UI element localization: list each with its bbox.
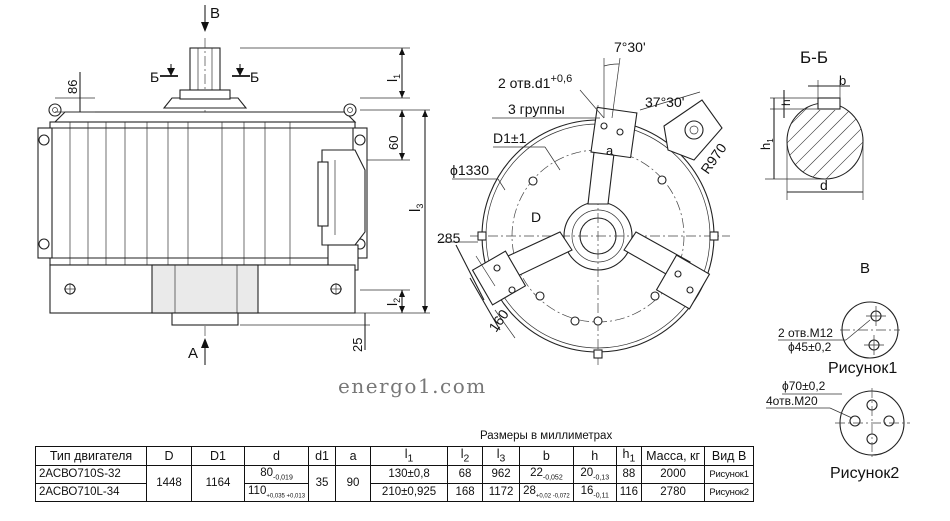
- figure2-label: Рисунок2: [830, 465, 899, 482]
- cell-l2: 168: [447, 482, 484, 502]
- label-h1: h1: [758, 138, 775, 150]
- view-b-title: В: [860, 260, 870, 277]
- stator-body: [49, 121, 356, 266]
- arrow-a-label: A: [188, 345, 198, 362]
- cell-l2: 68: [447, 464, 484, 484]
- th-d: d: [243, 446, 310, 466]
- cell-h1: 88: [615, 464, 643, 484]
- watermark: energo1.com: [338, 374, 487, 398]
- cell-h: 16-0,11: [572, 482, 617, 502]
- label-h: h: [779, 99, 793, 106]
- th-l3: l3: [482, 446, 521, 466]
- dim-25: 25: [350, 338, 365, 352]
- label-d1: D1±1: [493, 130, 527, 146]
- cell-view: Рисунок1: [704, 464, 755, 484]
- cell-mass: 2780: [641, 482, 706, 502]
- mount-pad-top: [590, 106, 638, 159]
- cell-l1: 210±0,925: [370, 482, 449, 502]
- label-groups: 3 группы: [508, 101, 565, 117]
- fig1-phi: ϕ45±0,2: [788, 340, 832, 354]
- mount-pad-right: [655, 254, 711, 310]
- cell-a: 90: [335, 464, 372, 502]
- th-h: h: [572, 446, 617, 466]
- spec-table: Тип двигателя D D1 d d1 a l1 l2 l3 b h h…: [35, 446, 755, 502]
- view-b-figures: В 2 отв.М12 ϕ45±0,2 Рисунок1 ϕ70±0,2 4от…: [766, 260, 910, 482]
- table-header-row: Тип двигателя D D1 d d1 a l1 l2 l3 b h h…: [35, 446, 755, 466]
- section-title: Б-Б: [800, 48, 828, 67]
- th-mass: Масса, кг: [641, 446, 706, 466]
- label-phi1330: ϕ1330: [450, 162, 489, 178]
- arrow-b-head: [201, 22, 209, 32]
- fig2-phi: ϕ70±0,2: [782, 379, 826, 393]
- section-marker-right: Б: [250, 69, 259, 85]
- th-b: b: [519, 446, 574, 466]
- th-h1: h1: [615, 446, 643, 466]
- cell-l1: 130±0,8: [370, 464, 449, 484]
- th-d1: d1: [308, 446, 337, 466]
- dim-l2: l2: [384, 298, 402, 306]
- label-angle-7-30: 7°30': [614, 39, 646, 55]
- section-bb: Б-Б b h h1 d: [758, 48, 864, 200]
- th-l1: l1: [370, 446, 449, 466]
- cell-b: 28+0,02 -0,072: [519, 482, 574, 502]
- plan-view: 2 отв.d1+0,6 3 группы D1±1 ϕ1330 D a 7°3…: [437, 39, 730, 365]
- figure1-label: Рисунок1: [828, 360, 897, 377]
- keyway: [817, 97, 841, 110]
- th-D: D: [146, 446, 192, 466]
- dim-86: 86: [65, 80, 80, 94]
- cell-l3: 962: [482, 464, 521, 484]
- shaft-section-circle: [786, 102, 864, 180]
- fig2-holes: 4отв.М20: [766, 394, 818, 408]
- cell-type: 2АСВО710S-32: [35, 464, 147, 484]
- shaft-end-bottom: [171, 312, 239, 326]
- label-d-section: d: [820, 177, 828, 193]
- cell-h1: 116: [615, 482, 643, 502]
- label-a: a: [606, 143, 614, 158]
- cell-d: 110+0,035 +0,013: [243, 482, 310, 502]
- section-marker-left: Б: [150, 69, 159, 85]
- th-a: a: [335, 446, 372, 466]
- cell-b: 22-0,052: [519, 464, 574, 484]
- lifting-eye-right: [343, 103, 357, 117]
- label-holes-d1: 2 отв.d1+0,6: [498, 73, 572, 91]
- cell-h: 20-0,13: [572, 464, 617, 484]
- cell-l3: 1172: [482, 482, 521, 502]
- dim-60: 60: [386, 136, 401, 150]
- cell-D1: 1164: [191, 464, 245, 502]
- dim-l1: l1: [384, 74, 402, 82]
- fig1-holes: 2 отв.М12: [778, 326, 833, 340]
- cell-D: 1448: [146, 464, 192, 502]
- th-l2: l2: [447, 446, 484, 466]
- front-view: B Б Б: [37, 5, 430, 365]
- dim-l3: l3: [407, 204, 425, 212]
- top-plate: [53, 111, 357, 123]
- lifting-eye-left: [48, 103, 62, 117]
- cell-type: 2АСВО710L-34: [35, 482, 147, 502]
- cell-mass: 2000: [641, 464, 706, 484]
- th-D1: D1: [191, 446, 245, 466]
- th-view: Вид В: [704, 446, 755, 466]
- label-b: b: [839, 73, 846, 88]
- terminal-box: [321, 149, 366, 246]
- label-d: D: [531, 209, 541, 225]
- label-285: 285: [437, 230, 461, 246]
- arrow-b-label: B: [210, 5, 220, 22]
- table-row: 2АСВО710L-34 110+0,035 +0,013 210±0,925 …: [35, 482, 755, 502]
- label-angle-37-30: 37°30': [645, 94, 684, 110]
- table-caption: Размеры в миллиметрах: [480, 430, 613, 442]
- table-row: 2АСВО710S-32 1448 1164 80-0,019 35 90 13…: [35, 464, 755, 502]
- cell-d: 80-0,019: [243, 464, 310, 484]
- cell-view: Рисунок2: [704, 482, 755, 502]
- th-type: Тип двигателя: [35, 446, 147, 466]
- cell-d1: 35: [308, 464, 337, 502]
